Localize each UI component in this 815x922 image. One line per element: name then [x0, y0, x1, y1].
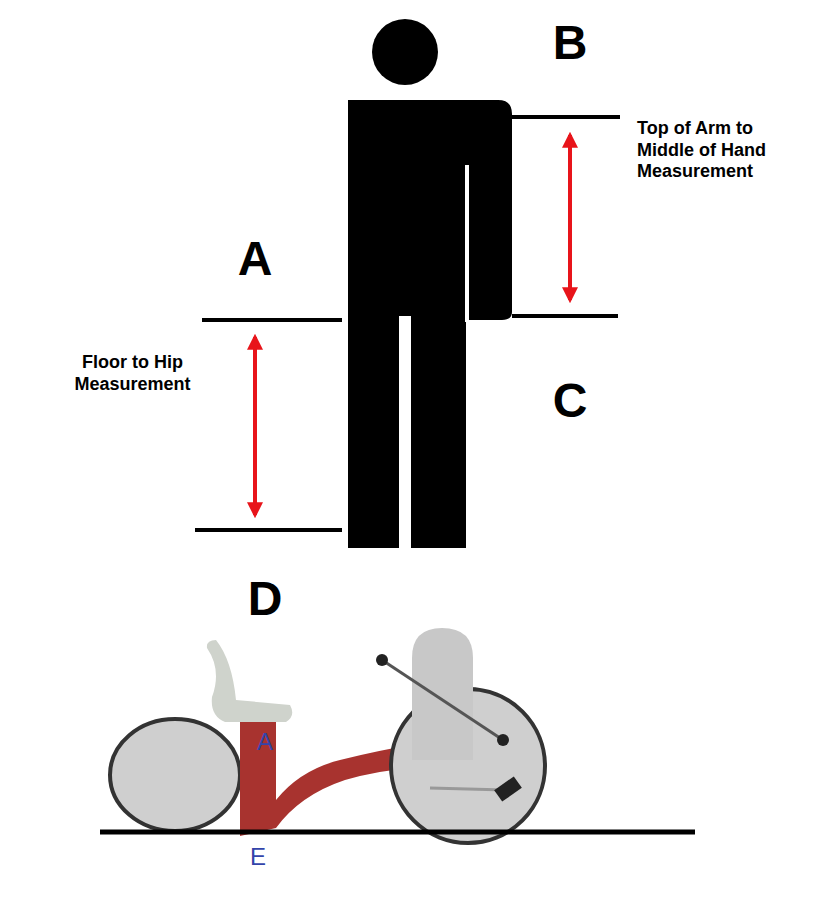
rear-wheel: [110, 719, 240, 831]
part-letter: E: [238, 843, 278, 872]
arm-gap: [465, 165, 469, 322]
handlebar-grip: [497, 734, 509, 746]
ground-line: [100, 830, 695, 835]
handlebar-column: [412, 628, 473, 760]
point-letter: D: [225, 570, 305, 628]
pedal-crank: [430, 788, 505, 790]
measure-line: [195, 528, 342, 532]
measure-line: [202, 318, 342, 322]
dimension-arrow: [253, 337, 257, 515]
point-letter: A: [215, 230, 295, 288]
dimension-arrow: [568, 135, 572, 300]
person-head: [372, 19, 438, 85]
measure-line: [512, 115, 620, 119]
handlebar-grip: [376, 654, 388, 666]
leg-gap: [399, 316, 411, 550]
point-letter: C: [530, 372, 610, 430]
tricycle-frame: [240, 722, 414, 836]
point-letter: B: [530, 14, 610, 72]
measure-line: [512, 314, 618, 318]
person-body: [348, 100, 512, 548]
handlebar: [382, 660, 503, 740]
measurement-caption: Floor to Hip Measurement: [40, 352, 225, 395]
tricycle-seat: [207, 640, 292, 722]
part-letter: A: [245, 728, 285, 757]
measurement-caption: Top of Arm to Middle of Hand Measurement: [637, 118, 797, 183]
pedal: [494, 776, 522, 801]
